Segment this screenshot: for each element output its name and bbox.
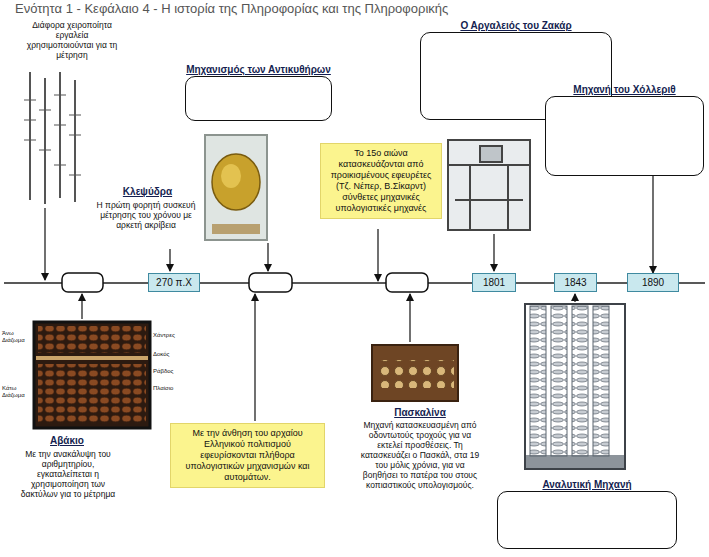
heading: Αβάκιο: [22, 435, 112, 447]
part-label: Ράβδος: [153, 368, 181, 375]
page-title: Ενότητα 1 - Κεφάλαιο 4 - Η ιστορία της Π…: [15, 1, 705, 16]
part-label: Δοκός: [153, 351, 181, 358]
date-box: 1801: [472, 273, 516, 292]
date-box: 270 π.Χ: [148, 273, 200, 292]
tally-sticks: [24, 72, 81, 204]
box-text: 1843: [564, 277, 586, 288]
box-heading: Μηχανή του Χόλλεριθ: [540, 84, 709, 95]
abacus-frame: [34, 322, 150, 428]
engine-base: [525, 455, 625, 469]
analytical-engine: [525, 304, 625, 469]
leader-arrow: [409, 294, 410, 342]
leader-arrow: [44, 208, 45, 280]
box-text: Το 15ο αιώνα κατασκευάζονται από προικισ…: [326, 148, 436, 214]
leader-arrow: [493, 234, 494, 271]
engine-column: [530, 306, 546, 456]
box-text: 1801: [483, 277, 505, 288]
engine-column: [572, 306, 588, 456]
abacus-beads-bottom: [38, 364, 146, 424]
blank-date-boxes: [62, 273, 428, 292]
box-text: 1890: [642, 277, 664, 288]
stick: [44, 78, 46, 204]
leader-arrow: [81, 294, 82, 319]
blank-box: [386, 273, 428, 292]
box-text: Με την άνθηση του αρχαίου Ελληνικού πολι…: [176, 428, 319, 483]
engine-column: [551, 306, 567, 456]
blank-box: [249, 273, 292, 292]
leader-arrow: [267, 243, 268, 271]
abacus-beam: [36, 356, 148, 360]
part-label: Κάτω Διάζωμα: [2, 385, 32, 399]
heading: Κλεψύδρα: [100, 186, 195, 198]
box-heading: Μηχανισμός των Αντικυθήρων: [180, 64, 337, 75]
part-label: Πλαίσιο: [153, 385, 181, 392]
note-text: Με την ανακάλυψη του αριθμητηρίου, εγκατ…: [20, 449, 116, 499]
blank-answer-box: Μηχανισμός των Αντικυθήρων: [185, 76, 332, 121]
loom-bar: [448, 164, 530, 166]
loom-frame: [448, 140, 530, 230]
note-text: Η πρώτη φορητή συσκευή μέτρησης του χρόν…: [90, 200, 202, 230]
stick: [74, 80, 76, 202]
stick: [59, 72, 61, 198]
engine-frame: [525, 304, 625, 469]
note-text: Διάφορα χειροποίητα εργαλεία χρησιμοποιο…: [22, 20, 122, 60]
blank-box: [62, 273, 103, 292]
antikythera-mechanism: [205, 135, 267, 240]
abacus: [34, 322, 150, 428]
bronze-detail: [221, 164, 241, 188]
punch-cards: [480, 146, 502, 162]
leader-arrow: [377, 229, 378, 281]
timeline-axis: [4, 282, 705, 284]
bronze-fragment: [212, 154, 260, 210]
loom-leg: [469, 165, 471, 230]
pascaline-box: [372, 345, 458, 401]
pascaline: [372, 345, 458, 401]
pascaline-dials: [376, 360, 454, 388]
stand: [212, 224, 260, 234]
stick: [29, 72, 31, 200]
loom-leg: [507, 165, 509, 230]
engine-column: [593, 306, 609, 456]
abacus-beads-top: [38, 326, 146, 353]
note-text: Μηχανή κατασκευασμένη από οδοντωτούς τρο…: [360, 420, 480, 490]
blank-answer-box: Μηχανή του Χόλλεριθ: [545, 96, 704, 176]
box-heading: Αναλυτική Μηχανή: [492, 479, 682, 490]
box-heading: Ο Αργαλειός του Ζακάρ: [415, 20, 617, 31]
jacquard-loom: [448, 140, 530, 230]
leader-arrows: [45, 208, 575, 421]
part-label: Άνω Διάζωμα: [2, 330, 32, 344]
leader-arrow: [254, 294, 255, 421]
part-label: Χάντρες: [153, 332, 181, 339]
box-text: 270 π.Χ: [156, 277, 192, 288]
leader-arrow: [169, 249, 170, 271]
date-box: 1890: [627, 273, 679, 292]
date-box: 1843: [554, 273, 597, 292]
connector-arrow: [652, 176, 653, 273]
glass-case: [205, 135, 267, 240]
note-box: Το 15ο αιώνα κατασκευάζονται από προικισ…: [320, 143, 442, 219]
heading: Πασκαλίνα: [364, 407, 476, 419]
loom-bar: [455, 199, 523, 201]
notches: [24, 95, 81, 175]
blank-answer-box: Αναλυτική Μηχανή: [497, 491, 677, 549]
leader-arrow: [574, 294, 575, 302]
note-box: Με την άνθηση του αρχαίου Ελληνικού πολι…: [170, 423, 325, 488]
